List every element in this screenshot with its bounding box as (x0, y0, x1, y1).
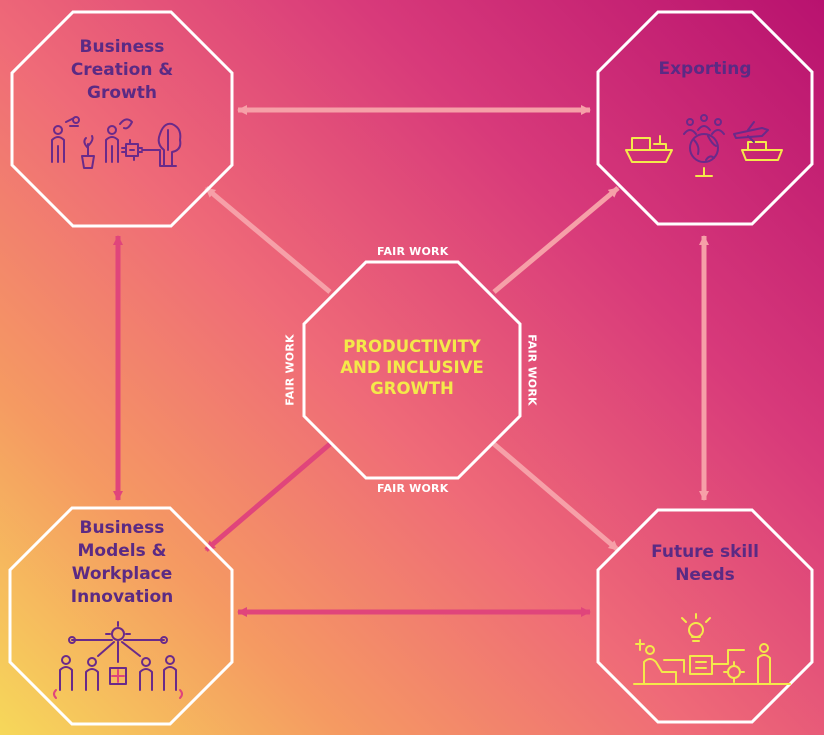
arrow-center-to-bottom-right (492, 442, 620, 552)
people-plant-tree-icon (51, 116, 182, 169)
octagon-exporting (596, 10, 814, 226)
node-business-creation-label: Business Creation & Growth (70, 37, 174, 103)
fair-work-label-left: FAIR WORK (283, 334, 297, 406)
arrow-center-to-top-left (204, 186, 332, 294)
octagon-center (302, 260, 522, 480)
octagon-business-models (8, 506, 234, 726)
fair-work-label-top: FAIR WORK (377, 245, 449, 258)
fair-work-label-right: FAIR WORK (525, 334, 539, 406)
node-business-models-label: Business Models & Workplace Innovation (70, 518, 174, 607)
connected-workforce-icon (53, 621, 183, 699)
fair-work-label-bottom: FAIR WORK (377, 482, 449, 495)
octagon-business-creation (10, 10, 234, 228)
arrow-center-to-top-right (492, 186, 620, 294)
node-center-label: PRODUCTIVITY AND INCLUSIVE GROWTH (340, 337, 484, 398)
ships-globe-plane-icon (625, 114, 783, 177)
worker-lightbulb-machine-icon (633, 613, 791, 685)
arrow-center-to-bottom-left (204, 442, 332, 552)
octagon-future-skills (596, 508, 814, 724)
node-future-skills-label: Future skill Needs (651, 542, 759, 585)
node-exporting-label: Exporting (658, 59, 752, 79)
